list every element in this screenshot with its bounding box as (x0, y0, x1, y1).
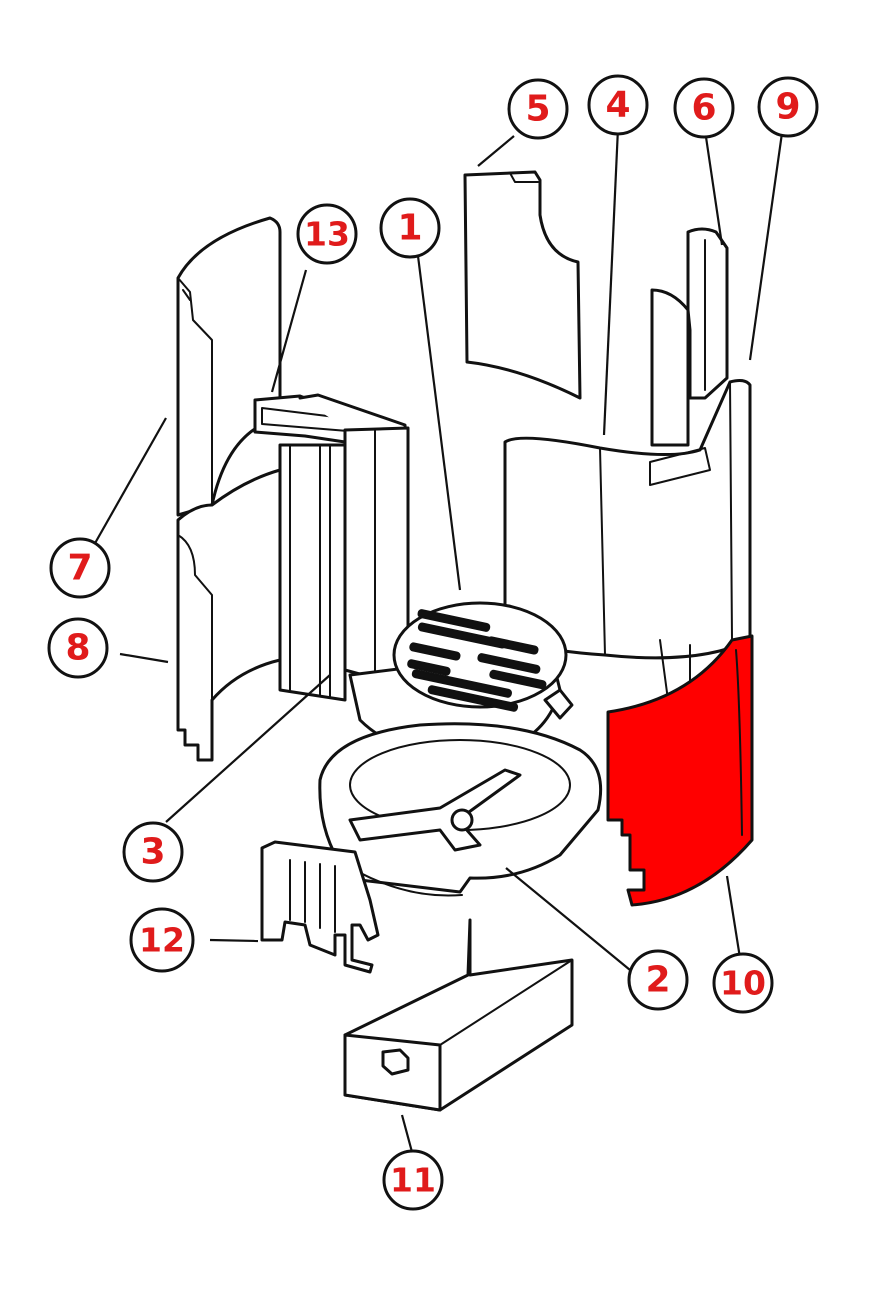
callout-label: 5 (525, 89, 550, 130)
part-air-control-bracket (260, 840, 380, 974)
callouts: 1 2 3 4 5 6 7 8 9 10 11 12 13 (47, 74, 819, 1211)
part-lower-left-lining (176, 468, 282, 762)
callout-label: 7 (67, 548, 92, 589)
callout-label: 1 (397, 208, 422, 249)
callout-label: 2 (645, 960, 670, 1001)
part-grate-support-ring (318, 722, 603, 897)
part-upper-side-brick (650, 227, 729, 447)
leader-10 (725, 875, 742, 959)
callout-8: 8 (47, 617, 109, 679)
leader-12 (209, 938, 259, 943)
leader-6 (704, 136, 724, 246)
part-rear-lining (503, 379, 752, 701)
callout-label: 12 (139, 921, 185, 960)
callout-10: 10 (712, 952, 774, 1014)
part-ash-pan (343, 918, 574, 1112)
callout-label: 6 (691, 88, 716, 129)
callout-13: 13 (296, 203, 358, 265)
leader-9 (748, 132, 784, 361)
callout-9: 9 (757, 76, 819, 138)
part-lower-right-lining (606, 634, 754, 907)
callout-5: 5 (507, 78, 569, 140)
callout-label: 9 (775, 87, 800, 128)
highlighted-lining-fill (606, 634, 754, 907)
leader-8 (119, 652, 169, 664)
callout-label: 11 (390, 1161, 436, 1200)
callout-2: 2 (627, 949, 689, 1011)
callout-4: 4 (587, 74, 649, 136)
leader-5 (477, 135, 515, 167)
part-front-plate (278, 426, 410, 702)
callout-label: 8 (65, 628, 90, 669)
leader-11 (400, 1114, 414, 1153)
leader-1 (416, 255, 462, 591)
leader-2 (505, 867, 631, 971)
callout-7: 7 (49, 537, 111, 599)
callout-label: 13 (304, 215, 350, 254)
leader-13 (270, 269, 308, 393)
leader-4 (602, 127, 620, 436)
callout-label: 3 (140, 832, 165, 873)
callout-label: 4 (605, 85, 630, 126)
leader-lines (93, 127, 784, 1153)
callout-3: 3 (122, 821, 184, 883)
part-upper-left-lining (176, 216, 282, 517)
part-upper-rear-brick (463, 170, 582, 400)
callout-12: 12 (129, 907, 195, 973)
leader-7 (93, 417, 167, 546)
callout-11: 11 (382, 1149, 444, 1211)
callout-label: 10 (720, 964, 766, 1003)
leader-3 (165, 674, 331, 823)
callout-1: 1 (379, 197, 441, 259)
callout-6: 6 (673, 77, 735, 139)
